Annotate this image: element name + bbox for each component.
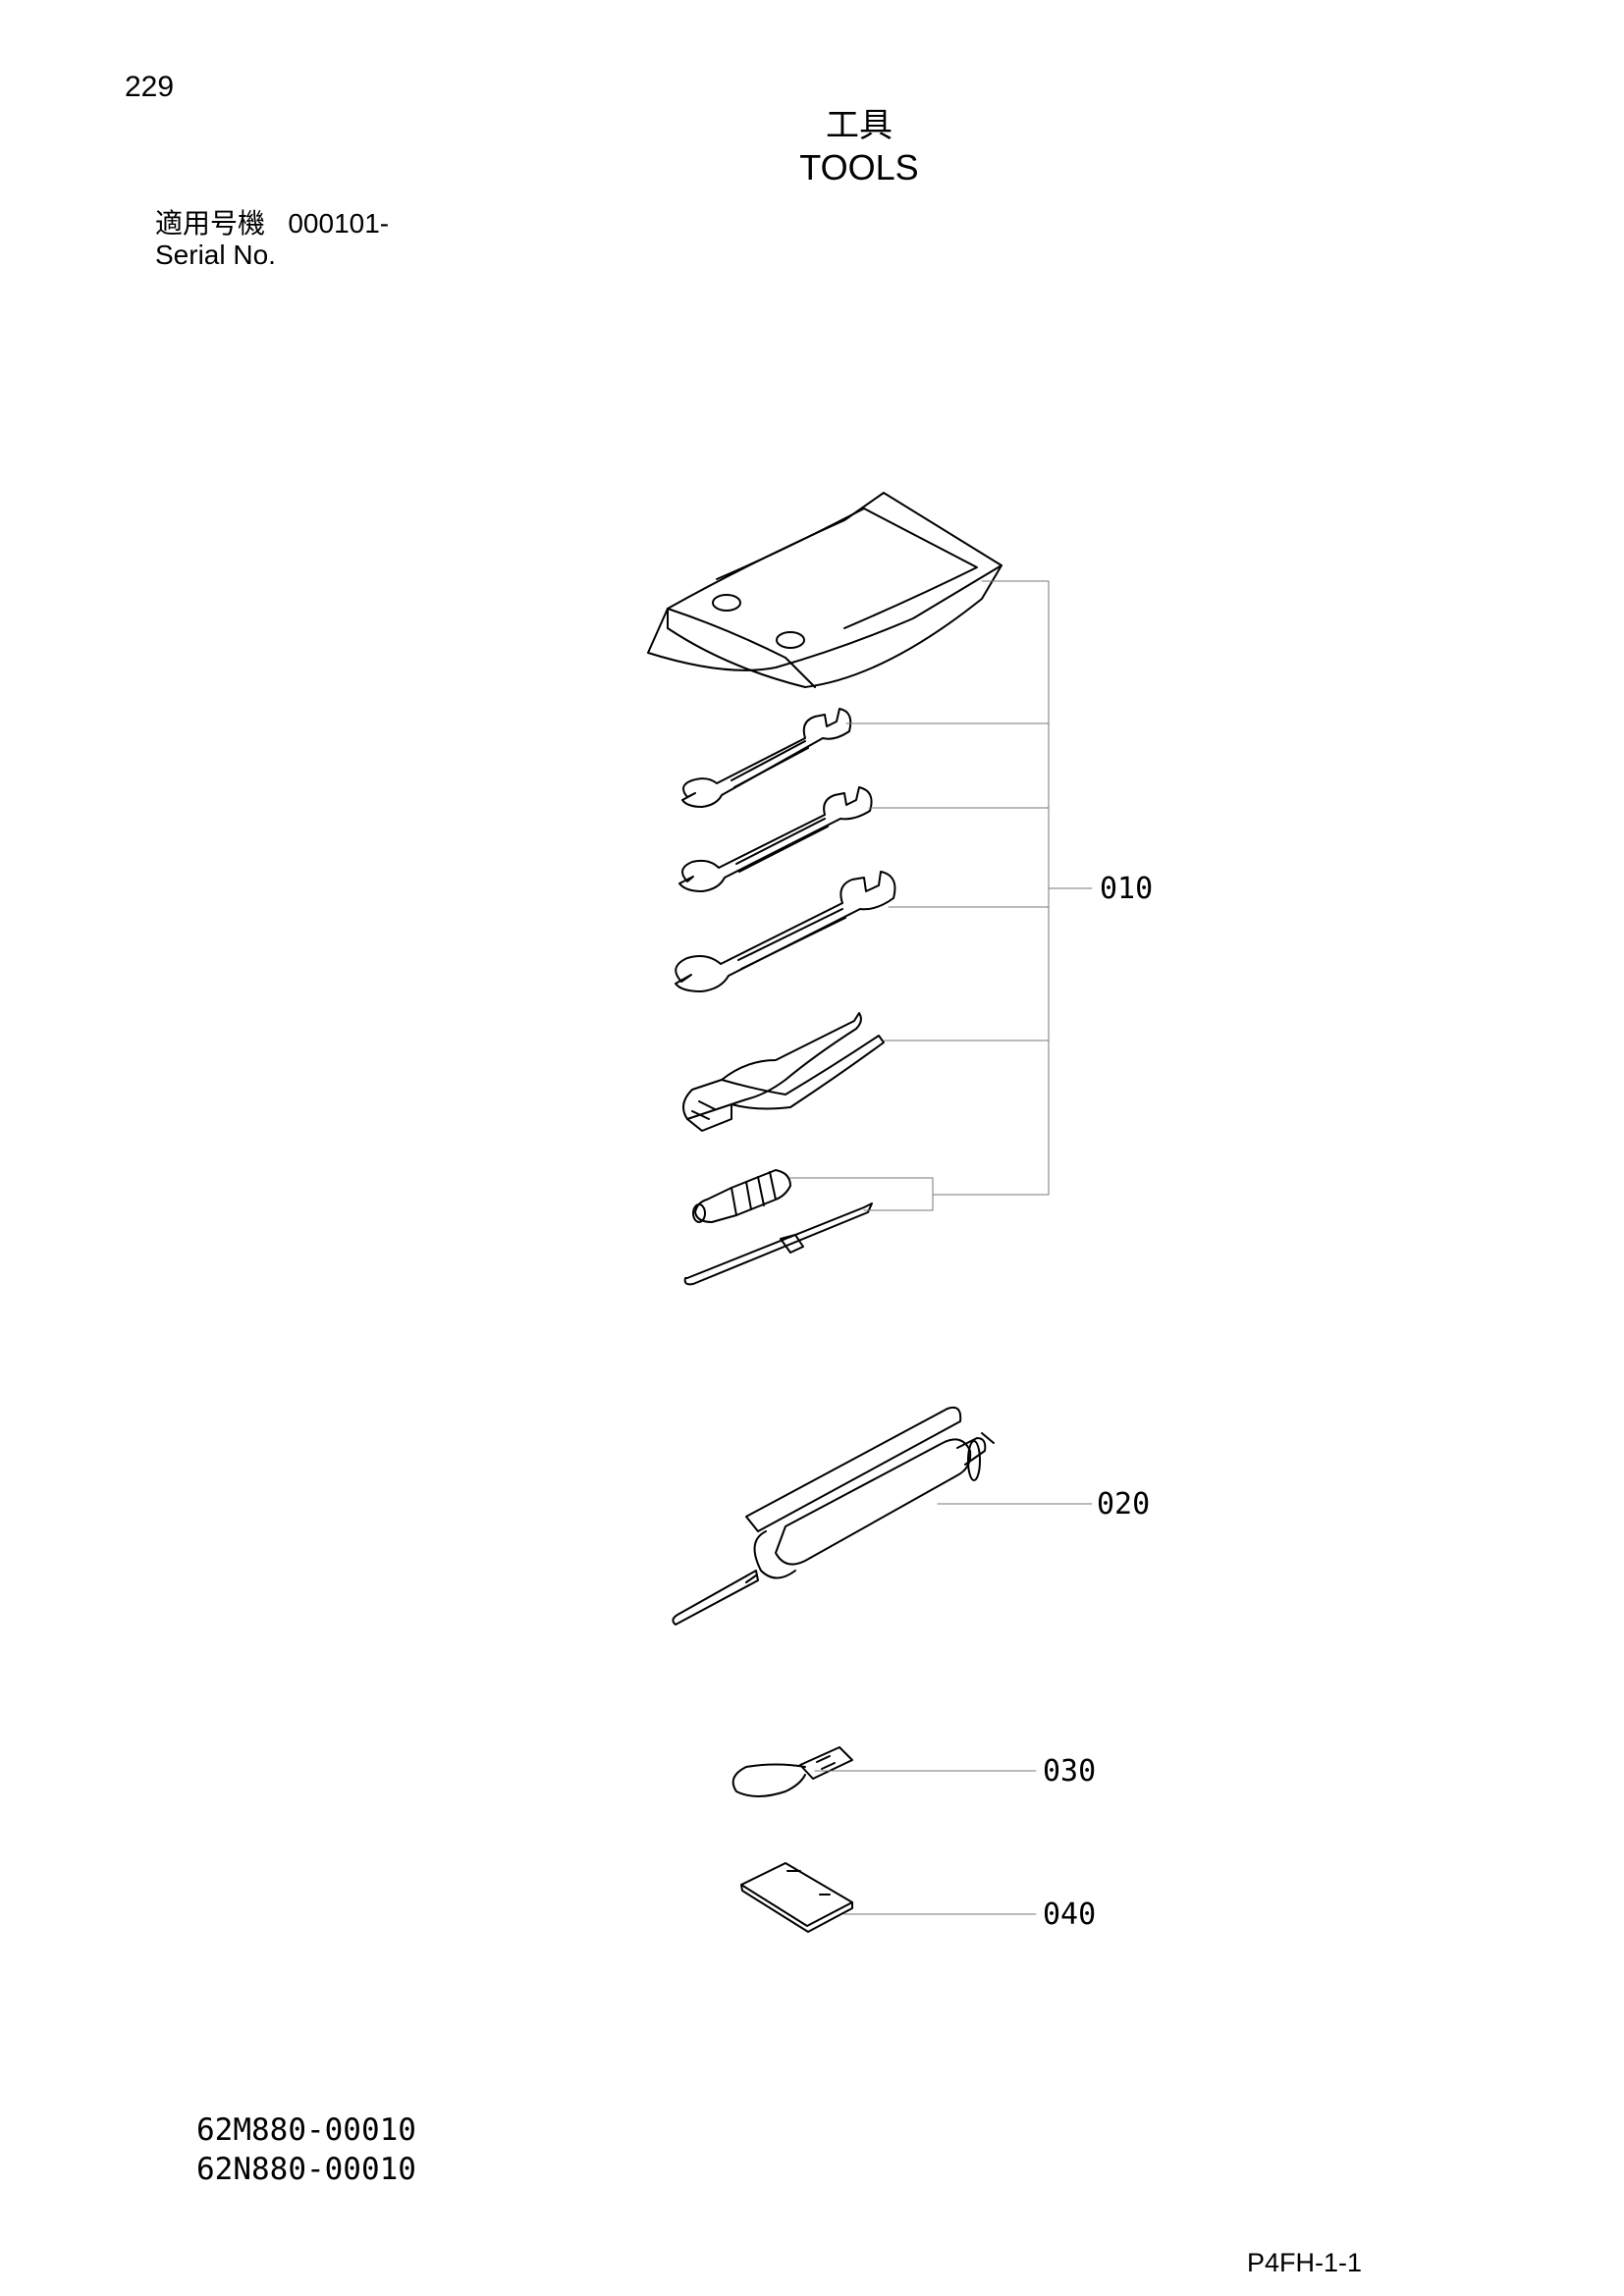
tool-bag-icon bbox=[647, 492, 1002, 688]
wrench-small-icon bbox=[681, 708, 852, 808]
wrench-medium-icon bbox=[678, 786, 873, 892]
page-number: 229 bbox=[125, 71, 175, 103]
callout-020-label: 020 bbox=[1097, 1487, 1150, 1522]
part-code-2: 62N880-00010 bbox=[196, 2152, 416, 2187]
page-reference: P4FH-1-1 bbox=[1247, 2248, 1363, 2277]
page-title: TOOLS bbox=[799, 147, 919, 187]
serial-label-en: Serial No. bbox=[155, 240, 276, 270]
serial-value: 000101- bbox=[288, 208, 390, 239]
screwdriver-handle-icon bbox=[692, 1169, 791, 1223]
callout-010-leaders bbox=[789, 580, 1093, 1211]
screwdriver-bit-icon bbox=[683, 1202, 873, 1286]
pliers-icon bbox=[682, 1012, 885, 1132]
serial-label: 適用号機 000101- bbox=[155, 202, 389, 241]
wrench-large-icon bbox=[675, 871, 896, 992]
callout-040-label: 040 bbox=[1043, 1897, 1096, 1932]
tag-icon bbox=[731, 1746, 853, 1797]
serial-label-jp: 適用号機 bbox=[155, 208, 266, 239]
grease-gun-icon bbox=[672, 1406, 995, 1626]
part-code-1: 62M880-00010 bbox=[196, 2112, 416, 2148]
manual-booklet-icon bbox=[740, 1862, 853, 1933]
page-title-japanese: 工具 bbox=[826, 107, 893, 144]
callout-010-label: 010 bbox=[1100, 872, 1153, 906]
callout-030-label: 030 bbox=[1043, 1754, 1096, 1789]
